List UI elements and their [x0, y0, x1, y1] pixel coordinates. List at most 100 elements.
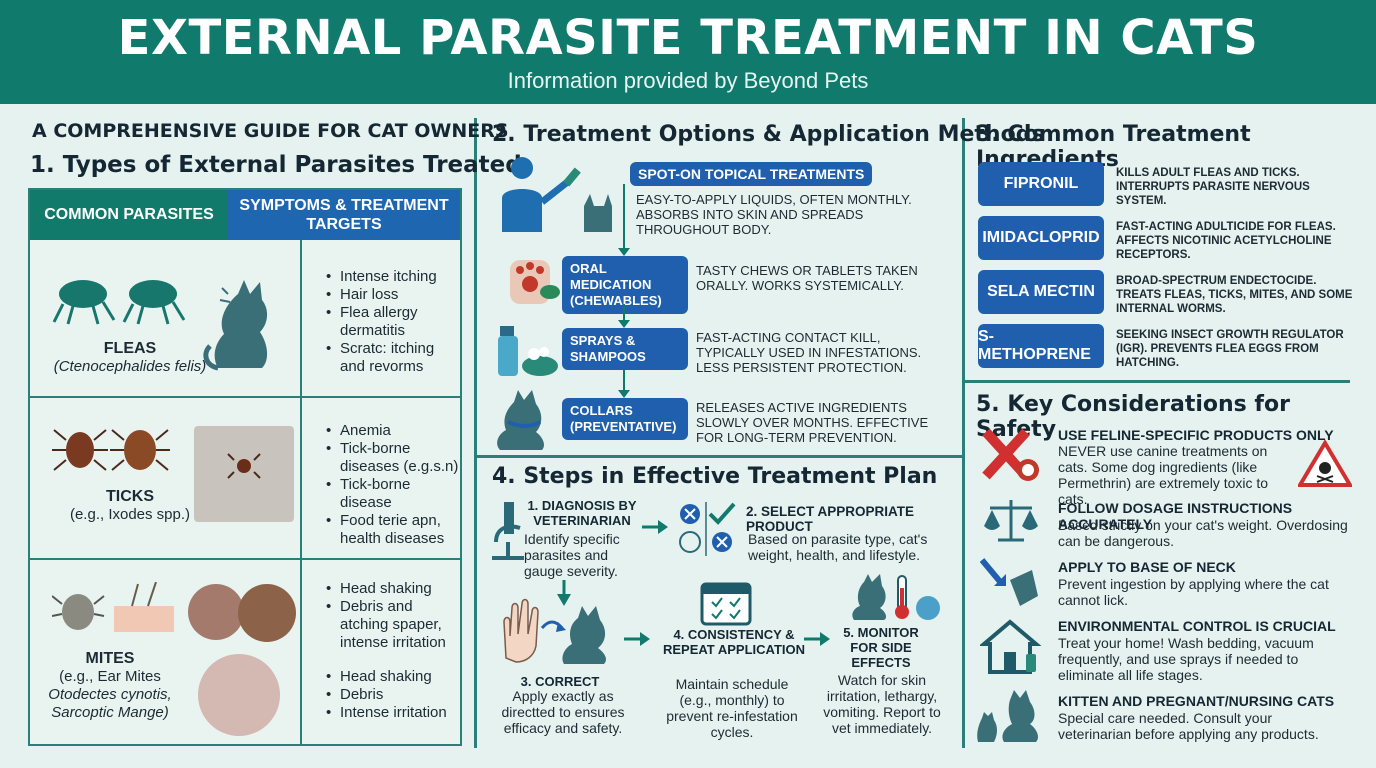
hand-cat-icon [503, 598, 606, 664]
list-item: Food terie apn, health diseases [324, 512, 450, 548]
step4-title: 4. CONSISTENCY & REPEAT APPLICATION [662, 627, 806, 657]
list-item: Head shaking [324, 580, 460, 598]
tick-on-fur-image [194, 426, 294, 522]
tick-sci: (e.g., Ixodes spp.) [69, 506, 191, 523]
ingredient-desc: KILLS ADULT FLEAS AND TICKS. INTERRUPTS … [1116, 167, 1310, 207]
divider [474, 118, 477, 748]
ingredient-desc: SEEKING INSECT GROWTH REGULATOR (IGR). P… [1116, 329, 1344, 369]
safety-title: USE FELINE-SPECIFIC PRODUCTS ONLY [1058, 427, 1334, 443]
list-item: Flea allergy dermatitis [324, 304, 450, 340]
list-item: Hair loss [324, 286, 460, 304]
mite-name-block: MITES (e.g., Ear Mites Otodectes cynotis… [30, 650, 190, 722]
flea-icon [52, 280, 186, 325]
list-item: Anemia [324, 422, 464, 440]
scratching-cat-icon [203, 280, 268, 371]
list-item: Intense irritation [324, 704, 460, 722]
flea-name-block: FLEAS (Ctenocephalides felis) [30, 340, 230, 376]
page-subtitle: Information provided by Beyond Pets [507, 68, 869, 93]
mite-sci-1: (e.g., Ear Mites [59, 668, 161, 685]
safety-desc: Based strictly on your cat's weight. Ove… [1058, 517, 1348, 549]
spot-on-desc: Easy-to-apply liquids, often monthly. Ab… [636, 192, 912, 237]
mite-sci-2: Otodectes cynotis, [48, 686, 172, 703]
kitten-mother-icon [977, 690, 1038, 742]
col-header-symptoms: SYMPTOMS & TREATMENT TARGETS [228, 190, 460, 240]
mite-sci-3: Sarcoptic Mange) [51, 704, 169, 721]
safety-title: FOLLOW DOSAGE INSTRUCTIONS ACCURATELY [1058, 500, 1293, 532]
tick-symptoms: Anemia Tick-borne diseases (e.g.s.n) Tic… [324, 422, 464, 548]
step1-desc: Identify specific parasites and gauge se… [524, 531, 620, 579]
mange-skin-image [198, 654, 280, 736]
vet-applying-icon [502, 157, 612, 232]
flea-sci: (Ctenocephalides felis) [53, 358, 207, 375]
microscope-icon [492, 502, 524, 560]
flow-arrows [618, 184, 630, 398]
header-banner: EXTERNAL PARASITE TREATMENT IN CATS Info… [0, 0, 1376, 104]
step3-title: 3. CORRECT [520, 674, 600, 689]
safety-desc: Treat your home! Wash bedding, vacuum fr… [1058, 635, 1314, 683]
monitor-cat-thermometer-icon [852, 574, 940, 620]
step5-title: 5. MONITOR FOR SIDE EFFECTS [843, 625, 919, 670]
calendar-icon [700, 582, 752, 626]
safety-desc: NEVER use canine treatments on cats. Som… [1058, 443, 1269, 507]
section5-title: 5. Key Considerations for Safety [976, 392, 1290, 442]
list-item: Scratc: itching and revorms [324, 340, 460, 376]
ingredient-methoprene: S-METHOPRENE [978, 324, 1104, 368]
apply-neck-icon [980, 558, 1038, 606]
list-item: Tick-borne diseases (e.g.s.n) [324, 440, 464, 476]
arrow-right-icon [642, 520, 668, 534]
arrow-right-icon [804, 632, 830, 646]
divider [476, 455, 962, 458]
arrow-right-icon [624, 632, 650, 646]
no-dog-product-icon [982, 428, 1039, 481]
ingredient-imidacloprid: IMIDACLOPRID [978, 216, 1104, 260]
mite-icon [52, 582, 174, 632]
mite-name: MITES [85, 650, 135, 667]
step5-desc: Watch for skin irritation, lethargy, vom… [823, 672, 941, 736]
step3-desc: Apply exactly as directted to ensures ef… [501, 688, 625, 736]
oral-desc: Tasty chews or tablets taken orally. Wor… [696, 263, 918, 293]
ear-debris-image [238, 584, 296, 642]
collar-label: COLLARS (PREVENTATIVE) [562, 398, 688, 440]
spray-label: SPRAYS & SHAMPOOS [562, 328, 688, 370]
tick-icon [52, 429, 170, 471]
spray-shampoo-icon [498, 326, 558, 376]
safety-title: APPLY TO BASE OF NECK [1058, 559, 1236, 575]
ingredient-selamectin: SELA MECTIN [978, 270, 1104, 314]
divider [30, 558, 460, 560]
flea-name: FLEAS [103, 340, 157, 357]
mite-symptoms: Head shaking Debris and atching spaper, … [324, 580, 460, 722]
ear-mite-image [188, 584, 244, 640]
intro-heading: A COMPREHENSIVE GUIDE FOR CAT OWNERS [32, 120, 509, 142]
spray-desc: Fast-acting contact kill, typically used… [696, 330, 922, 375]
step4-desc: Maintain schedule (e.g., monthly) to pre… [666, 676, 798, 740]
safety-desc: Prevent ingestion by applying where the … [1058, 576, 1329, 608]
step2-desc: Based on parasite type, cat's weight, he… [748, 531, 928, 563]
collar-desc: Releases active ingredients slowly over … [696, 400, 929, 445]
divider [30, 396, 460, 398]
collar-cat-icon [497, 390, 544, 450]
safety-title: KITTEN AND PREGNANT/NURSING CATS [1058, 693, 1335, 709]
list-item: Tick-borne disease [324, 476, 464, 512]
section2-title: 2. Treatment Options & Application Metho… [492, 122, 1045, 147]
ingredient-desc: BROAD-SPECTRUM ENDECTOCIDE. TREATS FLEAS… [1116, 275, 1353, 315]
arrow-down-icon [557, 580, 571, 606]
list-item: Intense itching [324, 268, 460, 286]
tick-name: TICKS [106, 488, 154, 505]
poison-warning-icon [1298, 440, 1352, 487]
divider [962, 118, 965, 748]
paw-chew-icon [510, 260, 560, 304]
list-item: Debris [324, 686, 460, 704]
flea-symptoms: Intense itching Hair loss Flea allergy d… [324, 268, 460, 376]
safety-title: ENVIRONMENTAL CONTROL IS CRUCIAL [1058, 618, 1336, 634]
step1-title: 1. DIAGNOSIS BY VETERINARIAN [527, 498, 637, 528]
page-title: EXTERNAL PARASITE TREATMENT IN CATS [117, 10, 1259, 66]
divider [964, 380, 1350, 383]
ingredient-desc: FAST-ACTING ADULTICIDE FOR FLEAS. AFFECT… [1116, 221, 1336, 261]
spot-on-label: SPOT-ON TOPICAL TREATMENTS [630, 162, 873, 186]
divider [300, 240, 302, 744]
list-item: Debris and atching spaper, intense irrit… [324, 598, 460, 652]
section1-title: 1. Types of External Parasites Treated [30, 152, 522, 178]
ingredient-fipronil: FIPRONIL [978, 162, 1104, 206]
checklist-icon [679, 502, 736, 556]
col-header-parasites: COMMON PARASITES [30, 190, 228, 240]
